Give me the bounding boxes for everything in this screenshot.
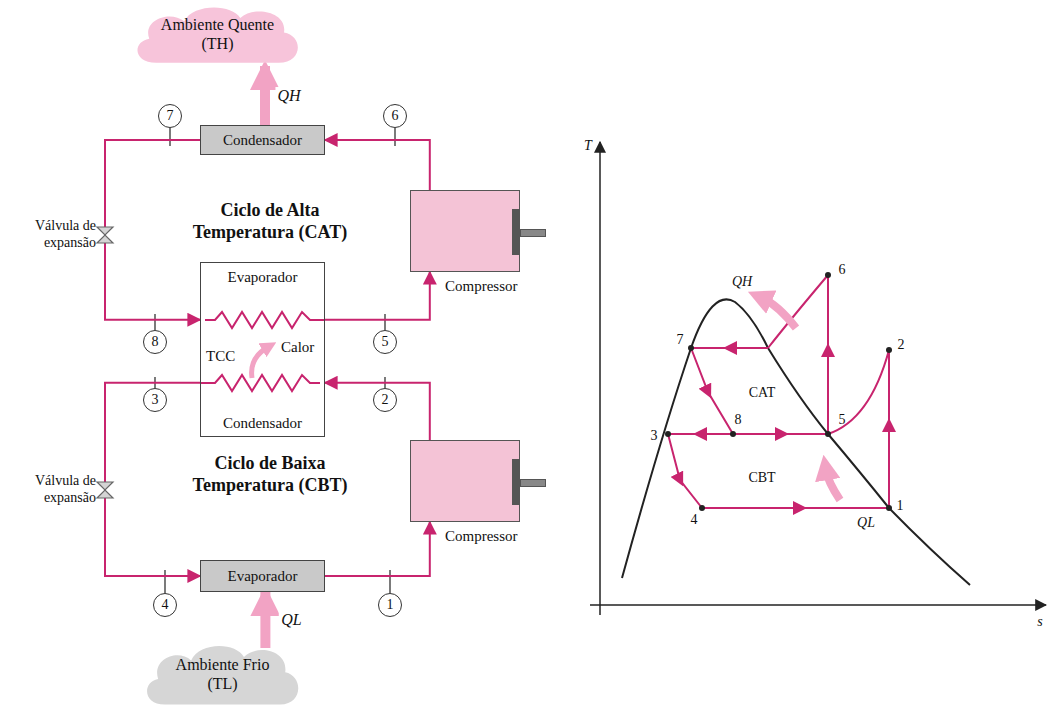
cloud-shape <box>130 2 305 66</box>
node-text: TCC <box>206 347 235 365</box>
callout-number: 6 <box>383 104 407 128</box>
heat-exchanger-box: EvaporadorTCC CalorCondensador <box>200 262 325 437</box>
valve-label: Válvula de expansão <box>4 473 96 507</box>
refrigerant-pipe <box>105 140 200 320</box>
refrigerant-pipe <box>105 383 200 576</box>
compressor-box: Compressor <box>410 190 520 272</box>
heat-label: QL <box>279 611 303 629</box>
callout-ticks <box>155 128 395 593</box>
ts-chart <box>590 142 1046 615</box>
refrigerant-pipe <box>325 272 430 320</box>
state-point: 1 <box>897 498 904 515</box>
piston-rod <box>520 229 546 237</box>
node-text: Calor <box>281 338 314 356</box>
callout-number: 3 <box>143 388 167 412</box>
expansion-valve-symbol <box>97 227 113 498</box>
node-text: Evaporador <box>228 567 298 585</box>
state-point: 8 <box>735 412 742 429</box>
state-point: 4 <box>691 512 698 529</box>
heat-arrow <box>252 347 268 378</box>
node-text: Compressor <box>445 277 518 295</box>
cold-ambient-cloud: Ambiente Frio(TL) <box>140 640 305 708</box>
refrigerant-pipe <box>325 522 430 576</box>
refrigerant-pipe <box>325 140 430 190</box>
evaporator-coil <box>205 312 325 328</box>
heat-flow-arrow <box>260 592 270 648</box>
heat-label: QH <box>275 87 302 105</box>
state-point: 6 <box>839 262 846 279</box>
heat-label: QH <box>732 274 752 291</box>
cycle-label: CBT <box>748 470 775 487</box>
heat-label: QL <box>857 515 875 532</box>
cycle-title: Ciclo de Alta Temperatura (CAT) <box>180 200 360 243</box>
node-text: (TH) <box>202 34 234 53</box>
valve-label: Válvula de expansão <box>4 218 96 252</box>
condenser-coil <box>200 375 320 391</box>
heat-flow-arrow <box>260 66 270 125</box>
node-text: Ambiente Frio <box>176 655 270 674</box>
node-text: Condensador <box>201 414 324 432</box>
piston-rod <box>520 479 546 487</box>
callout-number: 5 <box>373 330 397 354</box>
piston-head <box>512 459 520 505</box>
callout-number: 7 <box>158 104 182 128</box>
state-point: 5 <box>839 412 846 429</box>
node-text: (TL) <box>207 674 237 693</box>
cycle-title: Ciclo de Baixa Temperatura (CBT) <box>180 453 360 496</box>
axis-label: s <box>1037 614 1042 631</box>
node-text: Condensador <box>223 131 302 149</box>
cloud-shape <box>140 640 305 708</box>
node-text: Evaporador <box>201 268 324 286</box>
callout-number: 8 <box>143 330 167 354</box>
refrigerant-pipe <box>325 383 430 440</box>
compressor-box: Compressor <box>410 440 520 522</box>
condenser-box: Condensador <box>200 125 325 155</box>
evaporator-box: Evaporador <box>200 560 325 592</box>
callout-number: 2 <box>373 388 397 412</box>
cycle-label: CAT <box>749 385 775 402</box>
axis-label: T <box>584 138 592 155</box>
state-point: 2 <box>898 337 905 354</box>
node-text: Compressor <box>445 527 518 545</box>
piston-head <box>512 209 520 255</box>
state-point: 7 <box>677 332 684 349</box>
node-text: Ambiente Quente <box>161 15 274 34</box>
callout-number: 1 <box>378 593 402 617</box>
state-point: 3 <box>651 428 658 445</box>
hot-ambient-cloud: Ambiente Quente(TH) <box>130 2 305 66</box>
callout-number: 4 <box>153 593 177 617</box>
